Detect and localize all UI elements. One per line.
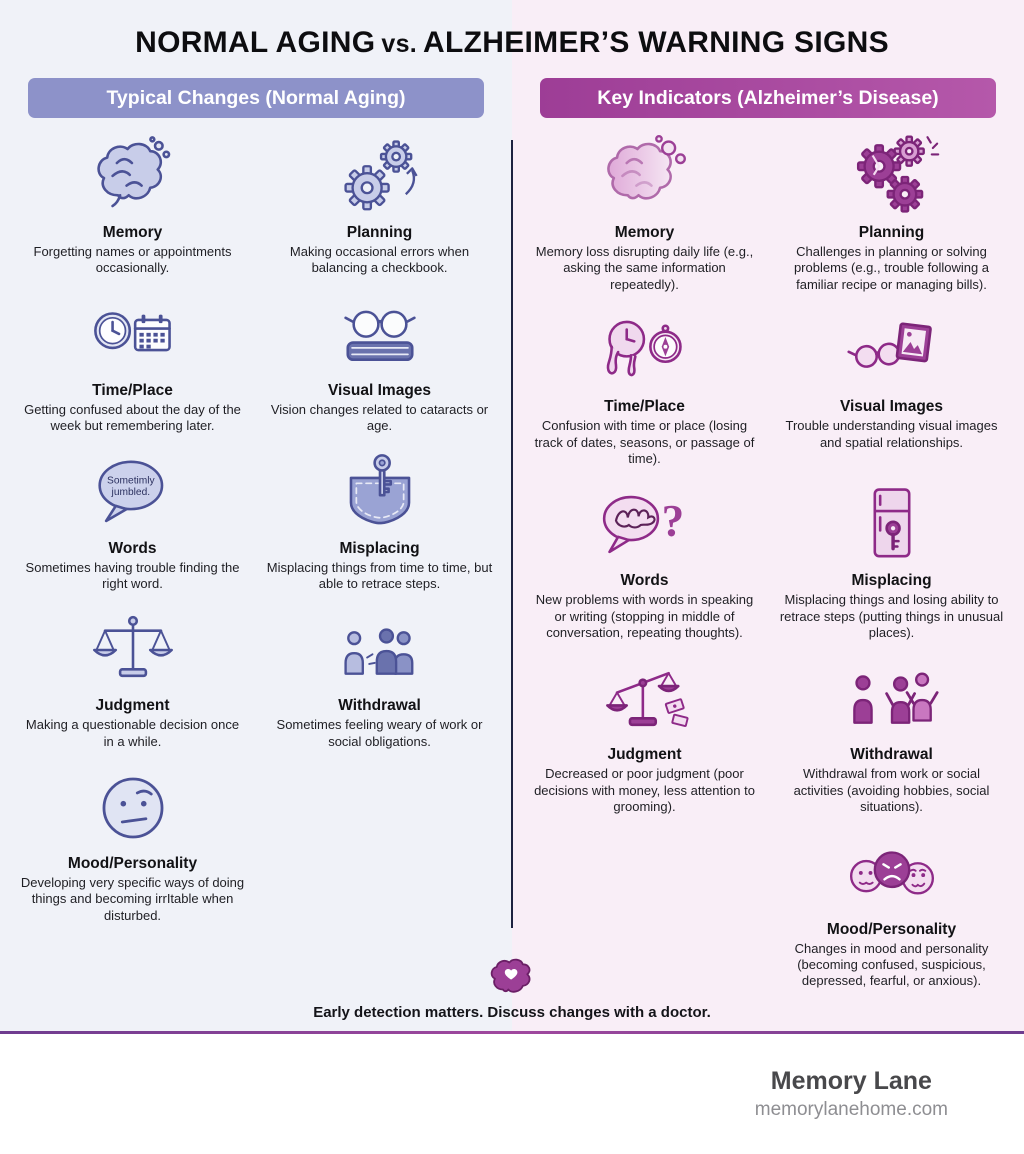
gears-icon [330, 132, 430, 220]
item-title: Memory [614, 224, 675, 241]
glasses-book-icon [330, 290, 430, 378]
item-text: Changes in mood and personality (becomin… [794, 940, 989, 989]
item-title: Withdrawal [850, 746, 933, 764]
svg-text:?: ? [661, 496, 684, 546]
item-text: New problems with words in speaking or w… [535, 592, 754, 640]
alzheimers-banner: Key Indicators (Alzheimer’s Disease) [540, 78, 996, 118]
fading-brain-icon [595, 132, 695, 220]
item-title: Time/Place [92, 381, 173, 399]
item-title: Visual Images [839, 398, 944, 416]
speech-bubble-icon: Sometimly jumbled. [83, 448, 183, 536]
early-detection-note: Early detection matters. Discuss changes… [0, 953, 1024, 1021]
pocket-key-icon [330, 448, 430, 536]
balanced-scale-icon [83, 605, 183, 693]
item-text: Making a questionable decision once in a… [25, 717, 240, 749]
svg-text:jumbled.: jumbled. [110, 487, 150, 498]
title-left: NORMAL AGING [135, 26, 376, 59]
item-title: Memory [102, 224, 163, 241]
brain-icon [83, 132, 183, 220]
item-title: Visual Images [327, 381, 432, 399]
item-title: Judgment [95, 697, 170, 715]
item-text: Forgetting names or appointments occasio… [33, 244, 232, 276]
item-text: Misplacing things and losing ability to … [779, 592, 1004, 640]
brand-url: memorylanehome.com [754, 1099, 948, 1120]
fridge-key-icon [842, 480, 942, 568]
item-title: Mood/Personality [826, 920, 957, 938]
item-text: Confusion with time or place (losing tra… [534, 418, 755, 466]
title-right: ALZHEIMER’S WARNING SIGNS [423, 26, 889, 59]
clock-calendar-icon [83, 290, 183, 378]
item-title: Mood/Personality [67, 855, 198, 872]
item-text: Misplacing things from time to time, but… [266, 559, 493, 591]
title-vs: vs. [381, 30, 418, 58]
glasses-picture-icon [842, 306, 942, 394]
brand-name: Memory Lane [770, 1067, 932, 1095]
item-text: Getting confused about the day of the we… [24, 401, 241, 434]
mood-faces-icon [842, 829, 942, 917]
melting-clock-compass-icon [595, 306, 695, 394]
normal-aging-banner: Typical Changes (Normal Aging) [28, 78, 484, 118]
item-text: Decreased or poor judgment (poor decisio… [534, 766, 755, 815]
item-title: Misplacing [339, 539, 420, 557]
item-text: Sometimes feeling weary of work or socia… [276, 717, 483, 749]
item-text: Withdrawal from work or social activitie… [793, 766, 990, 815]
brain-heart-icon [0, 953, 1024, 1004]
item-text: Trouble understanding visual images and … [785, 418, 998, 450]
item-title: Words [108, 539, 157, 557]
person-leaving-group-icon [842, 654, 942, 742]
people-group-icon [330, 605, 430, 693]
item-title: Withdrawal [338, 697, 421, 715]
item-title: Misplacing [851, 572, 932, 590]
item-text: Challenges in planning or solving proble… [793, 244, 990, 292]
item-text: Sometimes having trouble finding the rig… [25, 559, 240, 591]
brand-block: Memory Lane memorylanehome.com [755, 1067, 948, 1121]
item-text: Vision changes related to cataracts or a… [270, 401, 489, 434]
item-text: Memory loss disrupting daily life (e.g.,… [535, 244, 754, 292]
footer: Memory Lane memorylanehome.com [0, 1034, 1024, 1154]
broken-gears-icon [842, 132, 942, 220]
alzheimers-column: Key Indicators (Alzheimer’s Disease) Mem… [512, 78, 1024, 990]
tilted-scale-money-icon [595, 654, 695, 742]
neutral-face-icon [83, 763, 183, 851]
item-title: Judgment [607, 746, 682, 764]
item-text: Developing very specific ways of doing t… [20, 875, 245, 923]
scribble-bubble-question-icon: ? [595, 480, 695, 568]
center-divider-line [511, 140, 513, 928]
footer-divider-rule [0, 1031, 1024, 1034]
item-title: Planning [858, 224, 925, 241]
item-title: Planning [346, 224, 413, 241]
item-text: Making occasional errors when balancing … [289, 244, 470, 276]
item-title: Time/Place [604, 398, 685, 416]
early-detection-text: Early detection matters. Discuss changes… [313, 1004, 711, 1021]
svg-text:Sometimly: Sometimly [107, 475, 156, 486]
item-title: Words [620, 572, 669, 590]
